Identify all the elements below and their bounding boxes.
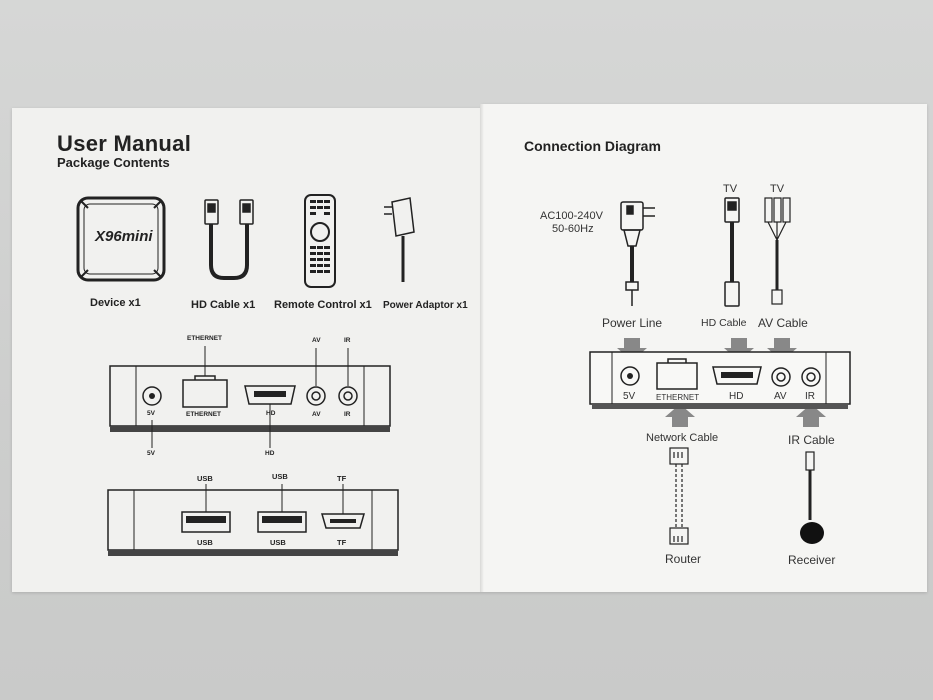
power-plug-illustration [620, 201, 655, 306]
network-cable-label: Network Cable [646, 432, 719, 444]
hd-cable-label: HD Cable [701, 317, 747, 329]
back-hd-port-label: HD [266, 410, 276, 417]
back-hd-bottom-label: HD [265, 450, 275, 457]
back-av-port-label: AV [312, 411, 321, 418]
back-5v-bottom-label: 5V [147, 450, 155, 457]
package-contents-heading: Package Contents [57, 155, 170, 170]
tv-label-hd: TV [723, 183, 738, 195]
network-cable-illustration [669, 447, 689, 545]
diagram-hd-port-label: HD [729, 391, 744, 402]
side-tf-port-label: TF [337, 538, 347, 547]
device-illustration [76, 196, 166, 282]
diagram-5v-port-label: 5V [623, 391, 636, 402]
back-ethernet-top-label: ETHERNET [187, 335, 223, 342]
manual-left-page [12, 108, 482, 592]
cable-arrows [617, 338, 826, 427]
side-tf-top-label: TF [337, 474, 347, 483]
back-5v-port-label: 5V [147, 410, 155, 417]
back-ethernet-port-label: ETHERNET [186, 411, 222, 418]
connection-diagram-title: Connection Diagram [524, 138, 661, 154]
av-arrow-icon [767, 338, 797, 361]
power-adaptor-caption: Power Adaptor x1 [383, 300, 468, 311]
hd-cable-illustration [204, 199, 254, 280]
side-usb1-port-label: USB [197, 538, 213, 547]
hd-arrow-icon [724, 338, 754, 361]
back-ir-top-label: IR [344, 337, 351, 344]
side-usb2-top-label: USB [272, 472, 288, 481]
side-usb2-port-label: USB [270, 538, 286, 547]
diagram-av-port-label: AV [774, 391, 787, 402]
power-adaptor-illustration [384, 197, 415, 282]
manual-right-page [482, 104, 927, 592]
tv-label-av: TV [770, 183, 785, 195]
network-arrow-icon [665, 404, 695, 427]
av-cable-connector [764, 197, 791, 305]
device-caption: Device x1 [90, 297, 141, 309]
hd-cable-caption: HD Cable x1 [191, 299, 256, 311]
ir-cable-label: IR Cable [788, 433, 835, 447]
power-arrow-icon [617, 338, 647, 361]
page-fold [480, 104, 484, 592]
back-av-top-label: AV [312, 337, 321, 344]
power-spec-voltage: AC100-240V [540, 210, 603, 222]
device-logo: X96mini [95, 228, 153, 245]
diagram-ir-port-label: IR [805, 391, 815, 402]
back-ir-port-label: IR [344, 411, 351, 418]
remote-control-caption: Remote Control x1 [274, 299, 372, 311]
side-usb1-top-label: USB [197, 474, 213, 483]
router-label: Router [665, 552, 702, 566]
manual-title: User Manual [57, 131, 192, 156]
receiver-label: Receiver [788, 553, 836, 567]
back-panel-illustration [109, 346, 391, 448]
power-line-label: Power Line [602, 316, 663, 330]
remote-control-illustration [304, 194, 336, 288]
ir-arrow-icon [796, 404, 826, 427]
av-cable-label: AV Cable [758, 316, 808, 330]
side-panel-illustration [107, 484, 399, 556]
ir-cable-illustration [800, 451, 824, 544]
connection-device-illustration [589, 351, 851, 409]
diagram-ethernet-port-label: ETHERNET [656, 393, 700, 402]
power-spec-frequency: 50-60Hz [552, 223, 594, 235]
hd-cable-connector [724, 197, 740, 307]
